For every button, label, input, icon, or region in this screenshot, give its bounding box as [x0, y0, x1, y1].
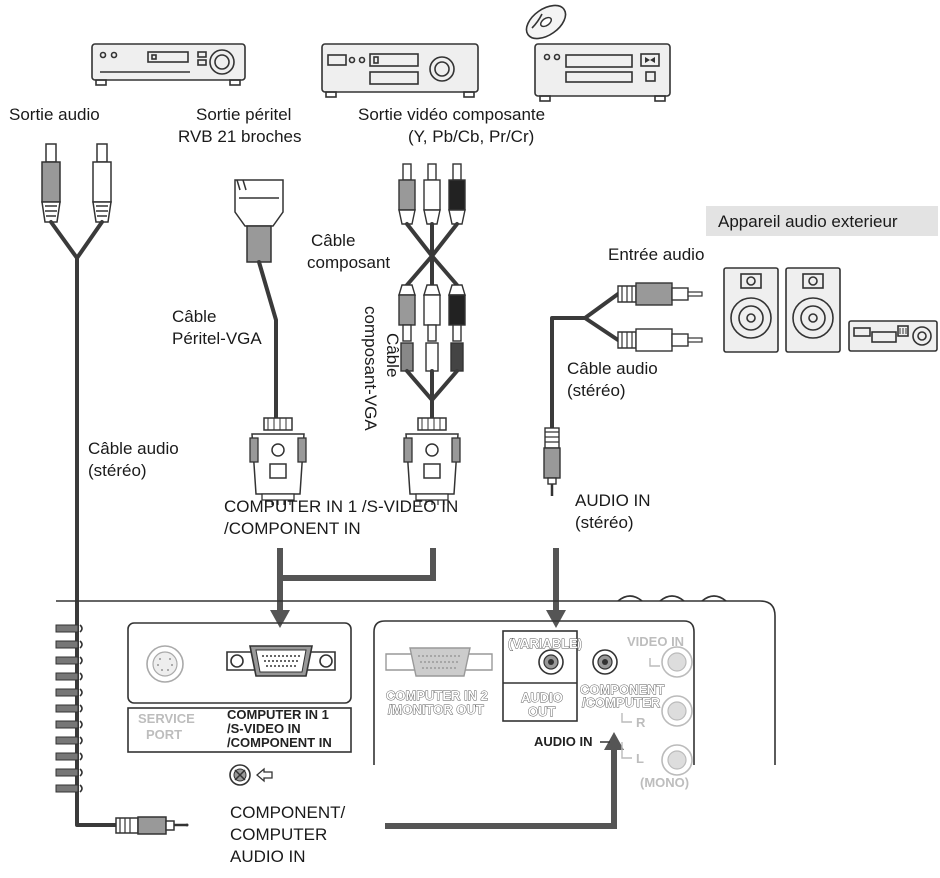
projector-rear-panel: SERVICE PORT COMPUTER IN 1 /S-VIDEO IN /…: [55, 595, 776, 793]
appareil-audio-box: [706, 206, 938, 236]
cable-audio-left-label-2: (stéréo): [88, 461, 147, 480]
cable-composant-label-2: composant: [307, 253, 390, 272]
arrow-head-audio: [546, 610, 566, 628]
cable-peritel-label: Câble: [172, 307, 216, 326]
audio-out-label-2: OUT: [528, 704, 556, 719]
vent-grille: [55, 624, 83, 793]
arrow-head-component-audio: [604, 732, 624, 750]
vcr-icon: [91, 43, 246, 86]
service-port-label-2: PORT: [146, 727, 182, 742]
r-mark-label: R: [636, 715, 646, 730]
cable-audio-left-label: Câble audio: [88, 439, 179, 458]
cable-composant-vga-label-2: composant-VGA: [361, 306, 380, 431]
arrow-head-vga: [270, 610, 290, 628]
amplifier-icon: [848, 320, 938, 352]
audio-out-label: AUDIO: [521, 690, 563, 705]
computer-in1-panel-label-2: /S-VIDEO IN: [227, 721, 301, 736]
component-panel-label-2: /COMPUTER: [582, 695, 661, 710]
sortie-peritel-label-2: RVB 21 broches: [178, 127, 301, 146]
svg-text:Câble: Câble: [383, 333, 402, 377]
cable-composant-vga-label: Câble: [383, 333, 402, 377]
service-port-label: SERVICE: [138, 711, 195, 726]
comp-audio-label: COMPONENT/: [230, 803, 346, 822]
l-mark-label: L: [636, 751, 644, 766]
computer-in2-panel-label: COMPUTER IN 2: [386, 688, 488, 703]
peritel-vga-cable: [234, 179, 307, 505]
computer-in1-panel-label: COMPUTER IN 1: [227, 707, 329, 722]
compact-disc-icon: [525, 4, 567, 40]
variable-label: (VARIABLE): [508, 636, 582, 651]
audio-in-panel-label: AUDIO IN: [534, 734, 593, 749]
computer-in-label: COMPUTER IN 1 /S-VIDEO IN: [224, 497, 458, 516]
sortie-audio-label: Sortie audio: [9, 105, 100, 124]
component-panel-label: COMPONENT: [580, 682, 665, 697]
sortie-video-label-2: (Y, Pb/Cb, Pr/Cr): [408, 127, 534, 146]
connection-arrow-bracket: [277, 548, 436, 581]
appareil-audio-label: Appareil audio exterieur: [718, 212, 898, 231]
speaker-icon: [723, 267, 779, 353]
cable-composant-label: Câble: [311, 231, 355, 250]
comp-audio-label-2: COMPUTER: [230, 825, 327, 844]
comp-audio-label-3: AUDIO IN: [230, 847, 306, 866]
left-audio-rca-cable: [41, 143, 189, 835]
dvd-player-icon: [534, 43, 671, 102]
entree-audio-label: Entrée audio: [608, 245, 704, 264]
component-audio-in-jack: [229, 764, 251, 786]
sortie-video-label: Sortie vidéo composante: [358, 105, 545, 124]
video-in-panel-label: VIDEO IN: [627, 634, 684, 649]
audio-in-label-2: (stéréo): [575, 513, 634, 532]
svg-text:composant-VGA: composant-VGA: [361, 306, 380, 431]
right-audio-rca-cable: [543, 282, 703, 496]
computer-in1-panel-label-3: /COMPONENT IN: [227, 735, 332, 750]
computer-in2-panel-label-2: /MONITOR OUT: [388, 702, 484, 717]
cable-audio-right-label: Câble audio: [567, 359, 658, 378]
sortie-peritel-label: Sortie péritel: [196, 105, 291, 124]
cable-audio-right-label-2: (stéréo): [567, 381, 626, 400]
computer-in-label-2: /COMPONENT IN: [224, 519, 361, 538]
connection-arrow-component-audio: [385, 748, 617, 829]
speaker-icon: [785, 267, 841, 353]
av-receiver-icon: [321, 43, 479, 98]
audio-in-label: AUDIO IN: [575, 491, 651, 510]
component-cable: [398, 163, 466, 505]
arrow-left-icon: [256, 767, 273, 783]
cable-peritel-label-2: Péritel-VGA: [172, 329, 262, 348]
mono-label: (MONO): [640, 775, 689, 790]
